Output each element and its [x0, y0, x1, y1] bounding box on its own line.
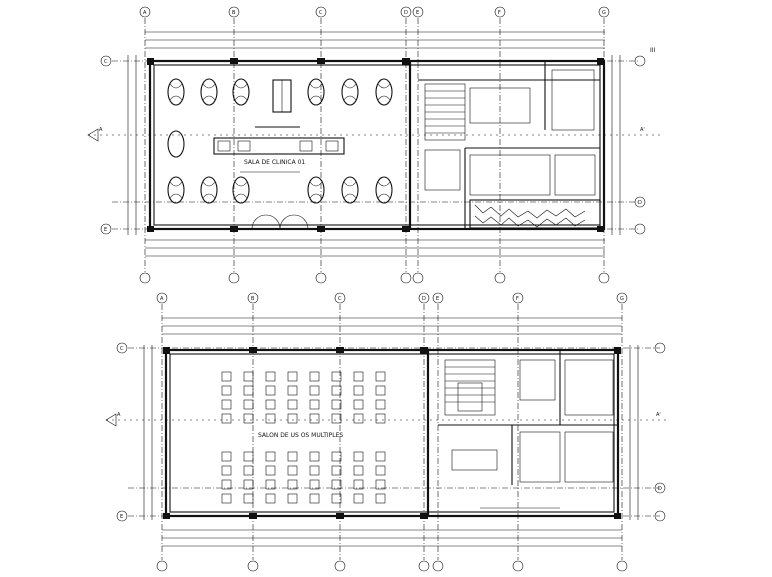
- upper-axis-lines: [112, 18, 640, 272]
- lower-axis-top-e: E: [436, 296, 439, 302]
- upper-chairs: [167, 78, 393, 204]
- lower-seating: [221, 371, 386, 504]
- lower-axis-left-c: C: [120, 346, 124, 352]
- corner-mark: III: [650, 47, 656, 54]
- upper-plan: SALA DE CLINICA 01: [87, 6, 660, 284]
- upper-axis-top-a: A: [143, 10, 147, 16]
- lower-axis-top-d: D: [422, 296, 426, 302]
- lower-room-label: SALON DE US OS MULTIPLES: [258, 432, 343, 439]
- lower-axis-bubbles: A B C D E F G C D E: [116, 292, 666, 572]
- upper-room-label: SALA DE CLINICA 01: [244, 159, 305, 166]
- lower-services: [444, 359, 614, 483]
- upper-axis-left-e: E: [104, 227, 107, 233]
- upper-section-mark-right: A': [640, 127, 645, 133]
- upper-axis-top-g: G: [602, 10, 606, 16]
- lower-section-mark-right: A': [656, 412, 661, 418]
- lower-axis-top-g: G: [620, 296, 624, 302]
- lower-axis-top-b: B: [251, 296, 255, 302]
- upper-axis-top-f: F: [498, 10, 501, 16]
- upper-section-mark-left: A: [99, 127, 103, 133]
- lower-axis-right-d: D: [658, 486, 662, 492]
- upper-axis-top-e: E: [416, 10, 419, 16]
- lower-axis-top-a: A: [160, 296, 164, 302]
- lower-axis-top-c: C: [338, 296, 342, 302]
- upper-axis-left-c: C: [104, 59, 108, 65]
- upper-axis-bubbles: A B C D E F G C D E: [100, 6, 646, 284]
- upper-axis-top-c: C: [319, 10, 323, 16]
- lower-axis-top-f: F: [516, 296, 519, 302]
- lower-axis-left-e: E: [120, 514, 123, 520]
- upper-axis-top-b: B: [232, 10, 236, 16]
- upper-services: [424, 69, 596, 196]
- upper-axis-top-d: D: [404, 10, 408, 16]
- lower-plan: SALON DE US OS MULTIPLES: [105, 292, 670, 572]
- upper-axis-right-d: D: [638, 200, 642, 206]
- lower-section-mark-left: A: [117, 412, 121, 418]
